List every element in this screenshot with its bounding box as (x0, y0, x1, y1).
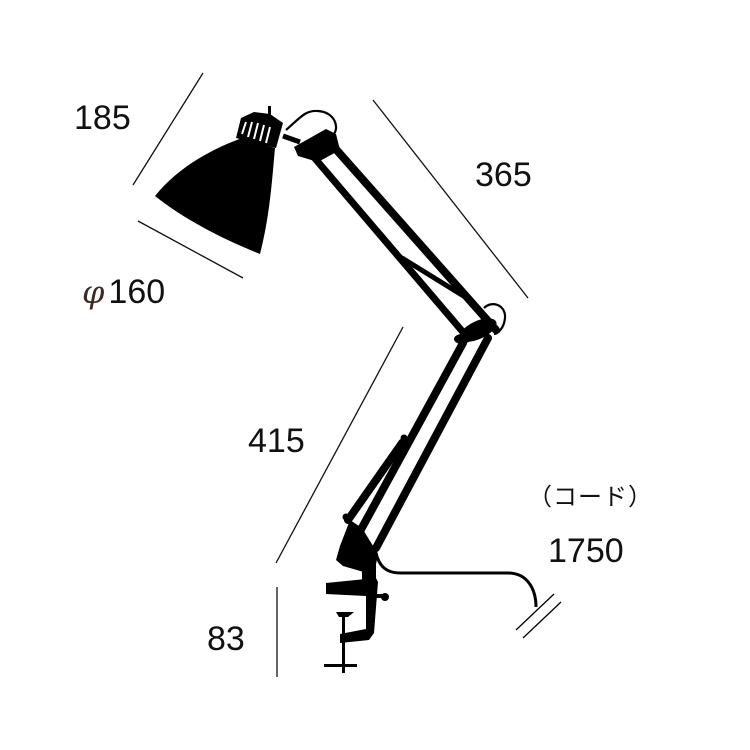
lamp-shade (155, 106, 283, 254)
dimension-line-lower-arm (275, 326, 404, 564)
label-cord-length: 1750 (548, 534, 624, 568)
cord-break-mark-1 (515, 593, 555, 631)
phi-symbol: φ (82, 273, 105, 311)
upper-arm (308, 134, 500, 342)
clamp-base (324, 520, 389, 673)
shade-body (155, 138, 275, 254)
cord-break-mark-2 (522, 601, 562, 639)
cable-loop-elbow (483, 303, 507, 336)
lower-arm (342, 334, 492, 552)
shade-socket (236, 112, 283, 148)
label-cord-title: （コード） (528, 486, 653, 510)
clamp-screw (324, 612, 357, 673)
upper-arm-value: 365 (475, 156, 532, 194)
cord (373, 547, 562, 639)
socket-knob (268, 106, 271, 115)
dimension-line-shade-diameter (137, 220, 244, 279)
label-clamp-height: 83 (207, 622, 245, 656)
clamp-body (326, 578, 378, 643)
label-upper-arm: 365 (475, 158, 532, 192)
dimension-lines (132, 72, 529, 677)
label-shade-depth: 185 (74, 101, 131, 135)
label-lower-arm: 415 (248, 424, 305, 458)
dimension-line-shade-depth (132, 72, 204, 186)
shade-diameter-value: 160 (108, 273, 166, 311)
clamp-height-value: 83 (207, 620, 245, 658)
cord-length-value: 1750 (548, 532, 624, 570)
spring (344, 439, 406, 524)
shade-depth-value: 185 (74, 99, 131, 137)
socket-vents (241, 121, 271, 144)
dimension-line-upper-arm (372, 99, 529, 299)
cable-loop-top (285, 109, 338, 136)
lower-arm-value: 415 (248, 422, 305, 460)
cord-title: （コード） (528, 484, 653, 511)
